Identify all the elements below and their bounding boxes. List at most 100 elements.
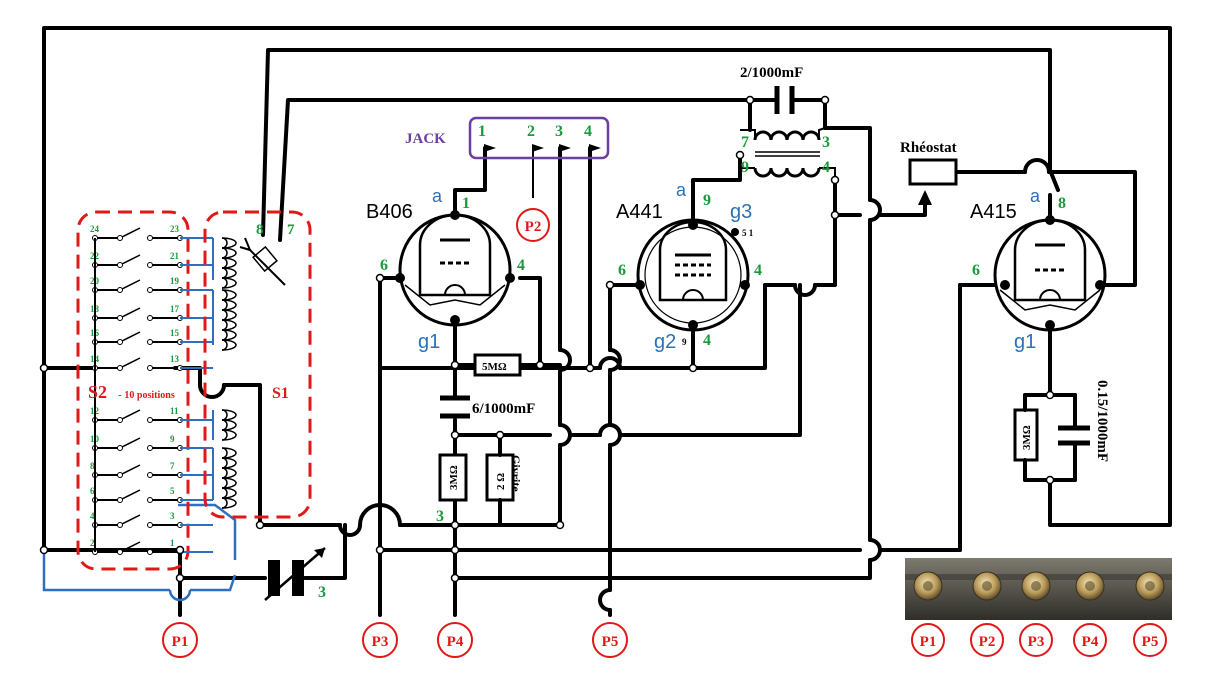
jack-pin-4: 4 (584, 123, 592, 140)
jack-pin-3: 3 (555, 123, 563, 140)
s2-right-number: 21 (170, 251, 180, 261)
probe-p4-label: P4 (447, 634, 464, 650)
alt-wiring (42, 503, 237, 602)
rheostat-box (908, 158, 958, 186)
s2-contact-row: 1413 (90, 354, 213, 371)
cap-top-label: 2/1000mF (740, 65, 803, 81)
s2-contact-row: 24 23 (90, 224, 213, 241)
res-3m-right-label: 3MΩ (1021, 425, 1033, 450)
s1-pin8: 8 (256, 222, 264, 238)
junction-dot (1045, 475, 1055, 485)
s2-left-number: 4 (90, 511, 95, 521)
junction-dot (450, 573, 460, 583)
junction-dot (175, 573, 185, 583)
jack-pins: 1 2 3 4 (478, 123, 601, 152)
rheostat-label: Rhéostat (900, 140, 957, 156)
cap-right-label: 0.15/1000mF (1094, 380, 1110, 462)
junction-dot (375, 273, 385, 283)
junction-dot (450, 360, 460, 370)
probe-p3-label: P3 (372, 634, 389, 650)
s2-sublabel: - 10 positions (118, 389, 175, 401)
photo-p1-label: P1 (920, 634, 937, 650)
s2-contact-row: 2019 (90, 276, 213, 293)
s2-right-number: 3 (170, 511, 175, 521)
s2-right-number: 5 (170, 486, 175, 496)
b406-bottom-pin-label: 3 (436, 508, 444, 525)
a441-g3-label: g3 (730, 201, 752, 223)
var-cap-pin-label: 3 (318, 584, 326, 601)
a415-g1-label: g1 (1014, 331, 1036, 353)
a415-a-label: a (1030, 186, 1041, 206)
s2-left-number: 6 (90, 486, 95, 496)
s2-contact-row: 109 (90, 434, 213, 451)
junction-dot (830, 210, 840, 220)
b406-pin4-label: 4 (517, 257, 525, 274)
photo-probe-labels: P1 P2 P3 P4 P5 (911, 623, 1167, 657)
probe-p2: P2 (516, 208, 550, 242)
a441-pin4-label: 4 (754, 262, 762, 279)
s2-contact-row: 1817 (90, 304, 213, 321)
junction-dot (39, 545, 49, 555)
b406-g1-label: g1 (418, 331, 440, 353)
res-3m-left-label: 3MΩ (448, 465, 460, 490)
connector-photo (905, 558, 1172, 620)
jack-pin-2: 2 (527, 123, 535, 140)
s2-right-number: 23 (170, 224, 180, 234)
s2-label: S2 (88, 382, 107, 402)
a415-pin6-label: 6 (972, 262, 980, 279)
jack-label: JACK (405, 131, 446, 147)
a441-pin9-label: 9 (703, 192, 711, 209)
probe-p5: P5 (592, 622, 628, 658)
res-5m-label: 5MΩ (482, 361, 507, 373)
resistor-3m-left (438, 453, 468, 502)
junction-dot (255, 520, 265, 530)
res-2ohm-label: 2 Ω (495, 473, 507, 490)
b406-pin6-label: 6 (380, 257, 388, 274)
tube-a441-name: A441 (616, 201, 663, 223)
tube-a415 (993, 215, 1107, 332)
probe-p1-label: P1 (172, 634, 189, 650)
s1-switch-box (203, 210, 312, 519)
capacitor-mid (440, 395, 470, 419)
s1-coils (212, 237, 237, 509)
s2-left-number: 8 (90, 461, 95, 471)
s2-left-number: 24 (90, 224, 100, 234)
s2-right-number: 17 (170, 304, 180, 314)
s2-left-number: 2 (90, 538, 95, 548)
s2-right-number: 11 (170, 406, 179, 416)
photo-p5-label: P5 (1142, 634, 1159, 650)
junction-dot (175, 545, 185, 555)
s2-right-number: 9 (170, 434, 175, 444)
junction-dot (375, 545, 385, 555)
junction-dot (450, 430, 460, 440)
resistor-5m (473, 353, 522, 377)
a441-a-label: a (676, 180, 687, 200)
s2-contact-row: 1615 (90, 328, 213, 345)
junction-dot (688, 363, 698, 373)
photo-p2-label: P2 (979, 634, 996, 650)
a441-pin6-label: 6 (618, 262, 626, 279)
jack-pin-1: 1 (478, 123, 486, 140)
probe-p5-label: P5 (602, 634, 619, 650)
b406-a-label: a (432, 186, 443, 206)
s2-contact-row: 1211 (90, 406, 213, 423)
s1-pin7: 7 (287, 222, 295, 238)
junction-dot (450, 520, 460, 530)
cap-mid-label: 6/1000mF (472, 401, 535, 417)
junction-dot (450, 545, 460, 555)
junction-dot (585, 363, 595, 373)
s1-variable-coil (239, 237, 286, 286)
jack-box (468, 116, 610, 160)
transformer-pin9: 9 (741, 159, 749, 176)
s2-right-number: 1 (170, 538, 175, 548)
junction-dot (1045, 390, 1055, 400)
junction-dot (535, 360, 545, 370)
s2-right-number: 13 (170, 354, 180, 364)
transformer-pin7: 7 (741, 134, 749, 151)
s2-right-number: 7 (170, 461, 175, 471)
tube-a415-name: A415 (970, 201, 1017, 223)
probe-p2-label: P2 (525, 219, 542, 235)
tube-b406 (395, 210, 515, 327)
